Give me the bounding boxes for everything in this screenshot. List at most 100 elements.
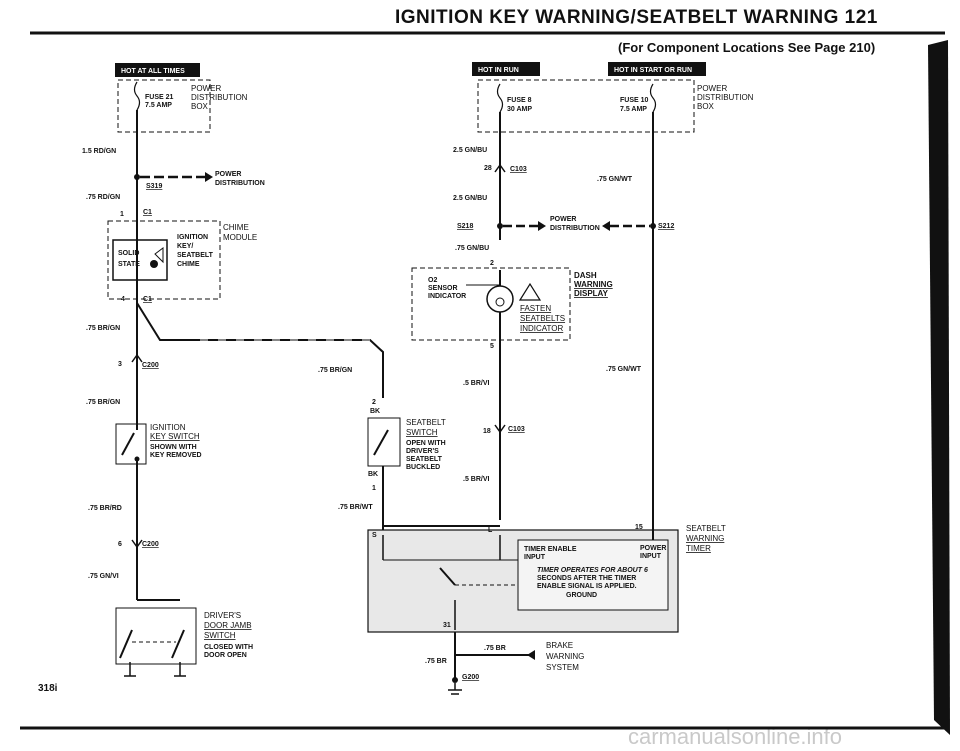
svg-text:SENSOR: SENSOR bbox=[428, 285, 458, 292]
svg-text:SWITCH: SWITCH bbox=[406, 428, 438, 437]
svg-text:DOOR OPEN: DOOR OPEN bbox=[204, 652, 247, 659]
svg-text:SEATBELT: SEATBELT bbox=[406, 418, 446, 427]
svg-text:G200: G200 bbox=[462, 674, 479, 681]
svg-text:SYSTEM: SYSTEM bbox=[546, 663, 579, 672]
svg-text:WARNING: WARNING bbox=[546, 652, 584, 661]
svg-text:C200: C200 bbox=[142, 541, 159, 548]
svg-text:.75 BR: .75 BR bbox=[484, 645, 506, 652]
svg-text:SEATBELT: SEATBELT bbox=[177, 252, 214, 259]
svg-text:.75 BR/GN: .75 BR/GN bbox=[86, 399, 120, 406]
svg-text:.75 BR/RD: .75 BR/RD bbox=[88, 505, 122, 512]
svg-text:CLOSED WITH: CLOSED WITH bbox=[204, 644, 253, 651]
connector-c200-a bbox=[131, 353, 143, 363]
svg-text:DISTRIBUTION: DISTRIBUTION bbox=[191, 93, 248, 102]
page-number: 318i bbox=[38, 683, 58, 694]
svg-text:BK: BK bbox=[368, 471, 378, 478]
svg-text:SOLID: SOLID bbox=[118, 250, 139, 257]
svg-text:FUSE 8: FUSE 8 bbox=[507, 97, 532, 104]
svg-text:1: 1 bbox=[372, 485, 376, 492]
svg-text:2.5 GN/BU: 2.5 GN/BU bbox=[453, 195, 487, 202]
splice-label-s319: S319 bbox=[146, 183, 162, 190]
svg-text:IGNITION: IGNITION bbox=[150, 423, 186, 432]
svg-text:2: 2 bbox=[372, 399, 376, 406]
svg-text:KEY SWITCH: KEY SWITCH bbox=[150, 432, 200, 441]
svg-text:C103: C103 bbox=[510, 166, 527, 173]
badge-hot-at-all-times: HOT AT ALL TIMES bbox=[115, 63, 200, 77]
dash-warning-display-box bbox=[411, 267, 571, 341]
svg-text:2.5 GN/BU: 2.5 GN/BU bbox=[453, 147, 487, 154]
solid-state-block bbox=[112, 239, 168, 281]
svg-text:1.5 RD/GN: 1.5 RD/GN bbox=[82, 148, 116, 155]
svg-text:DRIVER'S: DRIVER'S bbox=[204, 611, 241, 620]
svg-text:DRIVER'S: DRIVER'S bbox=[406, 448, 439, 455]
svg-text:2: 2 bbox=[490, 260, 494, 267]
svg-text:.75 RD/GN: .75 RD/GN bbox=[86, 194, 120, 201]
svg-text:SEATBELT: SEATBELT bbox=[686, 524, 726, 533]
svg-text:BRAKE: BRAKE bbox=[546, 641, 573, 650]
page-title: IGNITION KEY WARNING/SEATBELT WARNING 12… bbox=[395, 7, 878, 28]
svg-text:OPEN WITH: OPEN WITH bbox=[406, 440, 446, 447]
svg-text:1: 1 bbox=[120, 211, 124, 218]
svg-text:.5 BR/VI: .5 BR/VI bbox=[463, 476, 490, 483]
svg-text:4: 4 bbox=[121, 296, 125, 303]
svg-text:HOT IN RUN: HOT IN RUN bbox=[478, 67, 519, 74]
svg-text:L: L bbox=[488, 527, 493, 534]
svg-text:3: 3 bbox=[118, 361, 122, 368]
power-distribution-box-right bbox=[477, 79, 695, 133]
svg-text:POWER: POWER bbox=[697, 84, 727, 93]
svg-text:FASTEN: FASTEN bbox=[520, 304, 551, 313]
svg-text:INPUT: INPUT bbox=[524, 554, 546, 561]
svg-text:GROUND: GROUND bbox=[566, 592, 597, 599]
svg-text:S218: S218 bbox=[457, 223, 473, 230]
chime-speaker-icon bbox=[154, 247, 164, 264]
svg-text:C1: C1 bbox=[143, 209, 152, 216]
svg-text:BOX: BOX bbox=[191, 102, 209, 111]
svg-text:.75 GN/BU: .75 GN/BU bbox=[455, 245, 489, 252]
splice-s319 bbox=[134, 174, 140, 180]
svg-text:DASH: DASH bbox=[574, 271, 597, 280]
svg-text:C1: C1 bbox=[143, 296, 152, 303]
svg-text:WARNING: WARNING bbox=[686, 534, 724, 543]
arrow-power-dist-s212 bbox=[602, 221, 610, 231]
svg-text:DISPLAY: DISPLAY bbox=[574, 289, 609, 298]
svg-text:18: 18 bbox=[483, 428, 491, 435]
svg-text:BOX: BOX bbox=[697, 102, 715, 111]
svg-text:S212: S212 bbox=[658, 223, 674, 230]
svg-text:FUSE 10: FUSE 10 bbox=[620, 97, 649, 104]
svg-text:POWER: POWER bbox=[550, 216, 576, 223]
svg-text:BUCKLED: BUCKLED bbox=[406, 464, 440, 471]
svg-text:INDICATOR: INDICATOR bbox=[428, 293, 466, 300]
seatbelt-warning-icon bbox=[518, 282, 542, 301]
svg-text:MODULE: MODULE bbox=[223, 233, 257, 242]
svg-text:31: 31 bbox=[443, 622, 451, 629]
svg-text:TIMER ENABLE: TIMER ENABLE bbox=[524, 546, 577, 553]
svg-text:.75 BR: .75 BR bbox=[425, 658, 447, 665]
timer-logic-block bbox=[517, 539, 669, 611]
svg-text:TIMER: TIMER bbox=[686, 544, 711, 553]
fuse-8-symbol bbox=[496, 83, 504, 113]
ground-point-g200 bbox=[452, 677, 458, 683]
chime-bell-icon bbox=[150, 260, 158, 268]
arrow-power-dist-s218 bbox=[538, 221, 546, 231]
svg-text:DOOR JAMB: DOOR JAMB bbox=[204, 621, 252, 630]
svg-text:KEY/: KEY/ bbox=[177, 243, 193, 250]
ignition-key-switch-box bbox=[115, 423, 147, 465]
svg-text:POWER: POWER bbox=[215, 171, 241, 178]
wire-br-gn-to-seatbelt-switch bbox=[136, 302, 384, 398]
svg-text:TIMER OPERATES FOR ABOUT 6: TIMER OPERATES FOR ABOUT 6 bbox=[537, 567, 648, 574]
svg-text:6: 6 bbox=[118, 541, 122, 548]
svg-text:WARNING: WARNING bbox=[574, 280, 613, 289]
badge-hot-in-run: HOT IN RUN bbox=[472, 62, 540, 76]
svg-text:HOT AT ALL TIMES: HOT AT ALL TIMES bbox=[121, 68, 185, 75]
svg-text:INPUT: INPUT bbox=[640, 553, 662, 560]
svg-text:POWER: POWER bbox=[640, 545, 666, 552]
svg-text:DISTRIBUTION: DISTRIBUTION bbox=[215, 180, 265, 187]
svg-text:.75 BR/GN: .75 BR/GN bbox=[318, 367, 352, 374]
svg-text:IGNITION: IGNITION bbox=[177, 234, 208, 241]
fuse-21-label: FUSE 21 bbox=[145, 94, 174, 101]
badge-hot-in-start-or-run: HOT IN START OR RUN bbox=[608, 62, 706, 76]
svg-text:7.5 AMP: 7.5 AMP bbox=[145, 102, 172, 109]
svg-text:.5 BR/VI: .5 BR/VI bbox=[463, 380, 490, 387]
connector-c103-b bbox=[494, 424, 506, 434]
